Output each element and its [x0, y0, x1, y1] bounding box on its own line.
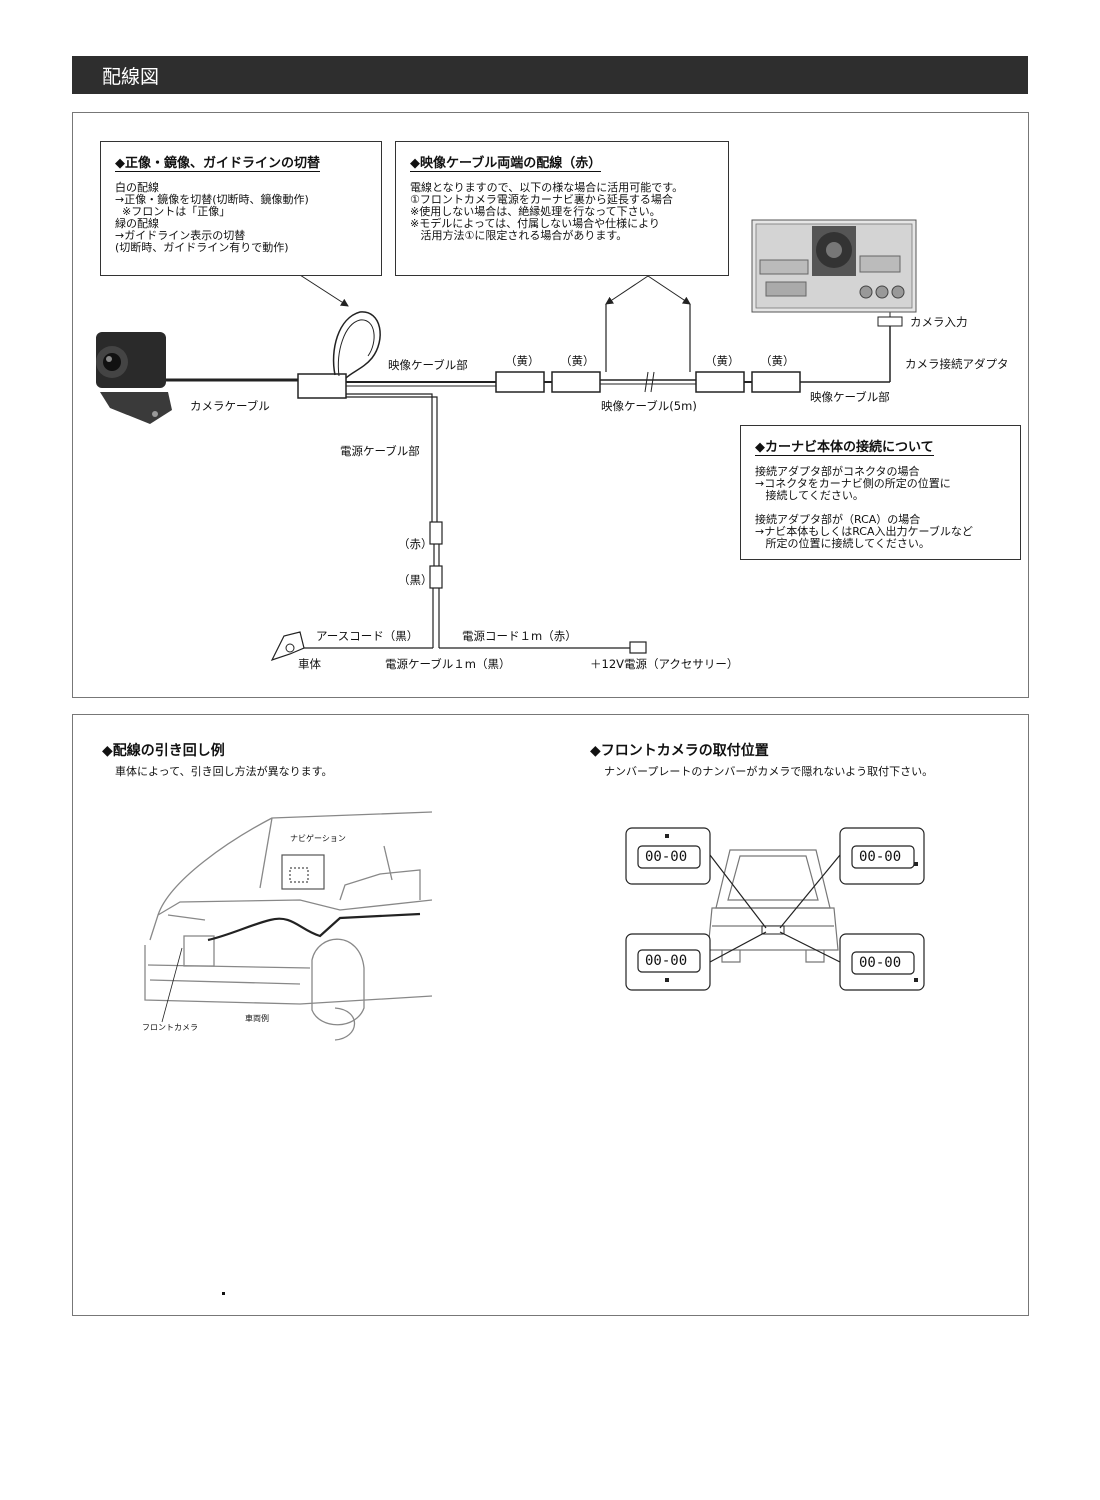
stray-dot	[222, 1292, 225, 1295]
camera-icon	[96, 332, 172, 424]
plate-number-top-right: 00-00	[859, 849, 902, 865]
power-cable-1m-label: 電源ケーブル１m（黒）	[385, 657, 511, 671]
power-cable-part-label: 電源ケーブル部	[340, 444, 420, 458]
mounting-title: ◆フロントカメラの取付位置	[590, 743, 769, 759]
power-cord-label: 電源コード１m（赤）	[462, 629, 577, 643]
navigation-unit-icon	[751, 219, 917, 313]
vehicle-body-label: 車体	[298, 657, 321, 671]
plate-bottom-right	[839, 933, 925, 991]
red-label: （赤）	[398, 537, 433, 551]
navi-connection-box: ◆カーナビ本体の接続について 接続アダプタ部がコネクタの場合 →コネクタをカーナ…	[740, 425, 1021, 560]
plate-top-left	[625, 827, 711, 885]
yellow-label-3: （黄）	[705, 354, 740, 368]
video-line-2: ①フロントカメラ電源をカーナビ裏から延長する場合	[410, 193, 673, 206]
video-line-1: 電線となりますので、以下の様な場合に活用可能です。	[410, 181, 684, 194]
earth-cord-label: アースコード（黒）	[316, 629, 419, 643]
guide-line-5: →ガイドライン表示の切替	[115, 229, 246, 242]
yellow-label-1: （黄）	[505, 354, 540, 368]
navi-line-3: 接続してください。	[755, 489, 864, 502]
vehicle-body-ground-icon	[270, 631, 305, 662]
video-cable-part-left-label: 映像ケーブル部	[388, 358, 468, 372]
yellow-label-2: （黄）	[560, 354, 595, 368]
guide-line-2: →正像・鏡像を切替(切断時、鏡像動作)	[115, 193, 309, 206]
video-cable-wiring-title: ◆映像ケーブル両端の配線（赤）	[410, 152, 602, 172]
camera-input-label: カメラ入力	[910, 315, 968, 329]
navigation-label: ナビゲーション	[290, 834, 346, 843]
video-cable-wiring-box: ◆映像ケーブル両端の配線（赤） 電線となりますので、以下の様な場合に活用可能です…	[395, 141, 729, 276]
car-example-label: 車両例	[245, 1014, 269, 1023]
plate-bottom-left	[625, 933, 711, 991]
black-label: （黒）	[398, 573, 433, 587]
yellow-label-4: （黄）	[760, 354, 795, 368]
navi-line-1: 接続アダプタ部がコネクタの場合	[755, 465, 920, 478]
camera-cable-label: カメラケーブル	[190, 399, 270, 413]
page-title: 配線図	[102, 66, 160, 88]
plate-number-top-left: 00-00	[645, 849, 688, 865]
plate-number-bottom-right: 00-00	[859, 955, 902, 971]
installation-panel	[72, 714, 1029, 1316]
video-cable-5m-label: 映像ケーブル(5m)	[601, 399, 697, 413]
routing-subtitle: 車体によって、引き回し方法が異なります。	[115, 765, 333, 778]
navi-line-7: 所定の位置に接続してください。	[755, 537, 930, 550]
navi-connection-title: ◆カーナビ本体の接続について	[755, 436, 934, 456]
power-12v-label: ＋12V電源（アクセサリー）	[590, 657, 739, 671]
video-line-4: ※モデルによっては、付属しない場合や仕様により	[410, 217, 660, 230]
video-line-3: ※使用しない場合は、絶縁処理を行なって下さい。	[410, 205, 661, 218]
guide-line-1: 白の配線	[115, 181, 159, 194]
navi-line-2: →コネクタをカーナビ側の所定の位置に	[755, 477, 951, 490]
guide-switch-box: ◆正像・鏡像、ガイドラインの切替 白の配線 →正像・鏡像を切替(切断時、鏡像動作…	[100, 141, 382, 276]
camera-adapter-label: カメラ接続アダプタ	[905, 357, 1009, 371]
video-cable-part-right-label: 映像ケーブル部	[810, 390, 890, 404]
mounting-subtitle: ナンバープレートのナンバーがカメラで隠れないよう取付下さい。	[604, 765, 934, 778]
guide-line-6: (切断時、ガイドライン有りで動作)	[115, 241, 289, 254]
navi-line-5: 接続アダプタ部が（RCA）の場合	[755, 513, 921, 526]
header-bar: 配線図	[72, 56, 1028, 94]
video-line-5: 活用方法①に限定される場合があります。	[410, 229, 628, 242]
guide-line-3: ※フロントは「正像」	[115, 205, 231, 218]
routing-title: ◆配線の引き回し例	[102, 743, 225, 759]
plate-top-right	[839, 827, 925, 885]
plate-number-bottom-left: 00-00	[645, 953, 688, 969]
navi-line-6: →ナビ本体もしくはRCA入出力ケーブルなど	[755, 525, 973, 538]
front-camera-label: フロントカメラ	[142, 1023, 198, 1032]
guide-switch-title: ◆正像・鏡像、ガイドラインの切替	[115, 152, 320, 172]
guide-line-4: 緑の配線	[115, 217, 159, 230]
